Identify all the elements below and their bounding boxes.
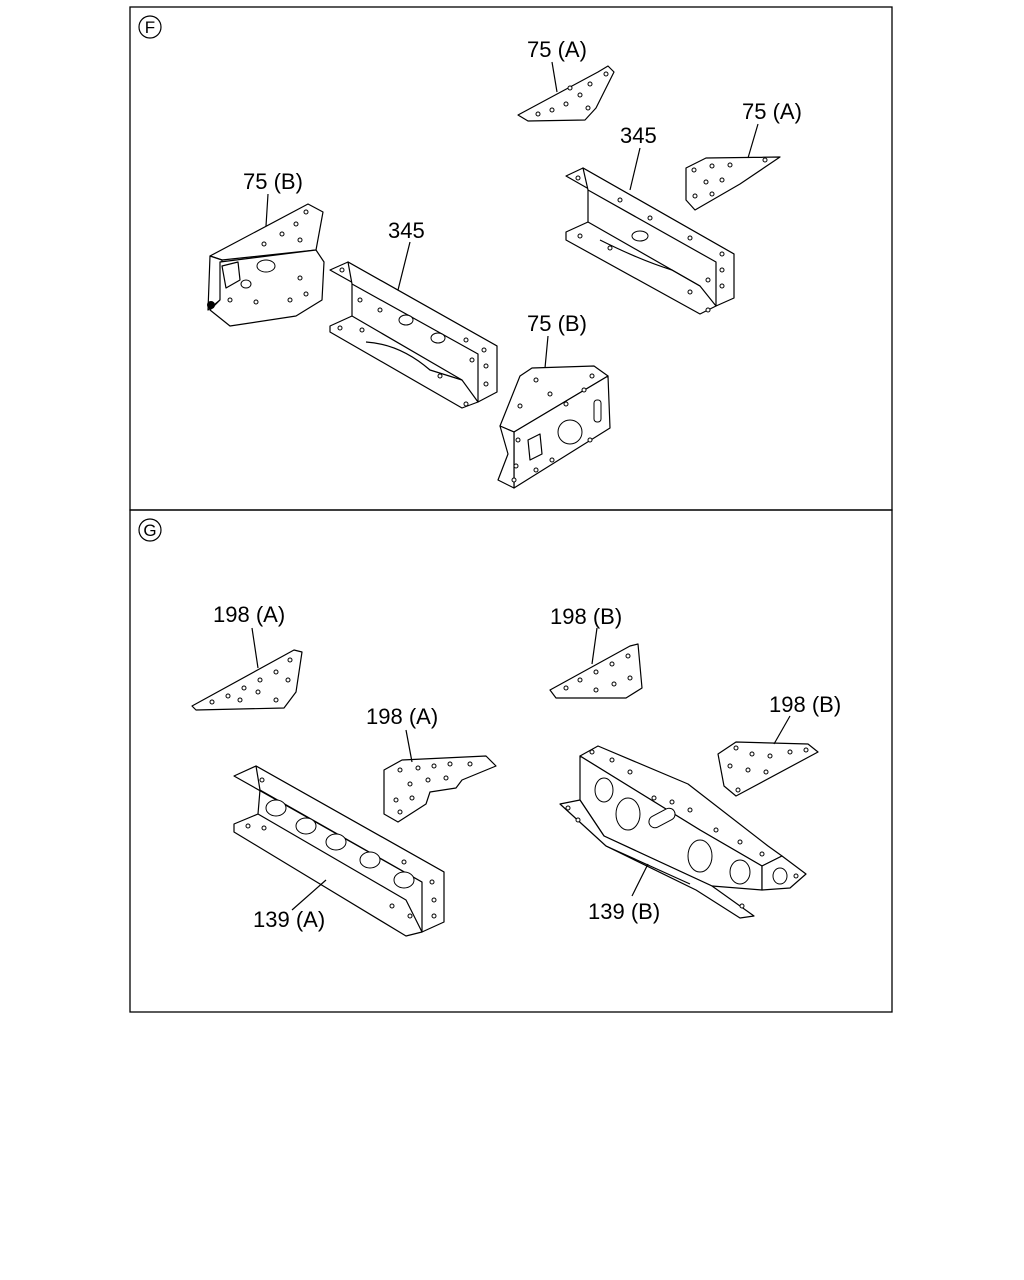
label-g-139a: 139 (A) — [253, 907, 325, 932]
part-345-left-channel — [329, 261, 498, 409]
label-f-75a-top: 75 (A) — [527, 37, 587, 62]
label-f-75b-bottom: 75 (B) — [527, 311, 587, 336]
part-139b-crossmember — [559, 745, 807, 919]
part-75b-bottom-bracket — [497, 365, 611, 489]
part-198b-right-plate — [717, 741, 819, 797]
leader-g-198a-left — [251, 627, 259, 669]
leader-f-345-right — [629, 147, 641, 191]
leader-g-198b-right — [773, 715, 791, 745]
leader-g-198b-mid — [591, 627, 598, 665]
svg-text:G: G — [143, 521, 156, 540]
leader-g-198a-mid — [405, 729, 413, 763]
leader-f-75a-top — [551, 61, 558, 93]
leader-f-75b-left — [265, 193, 269, 227]
section-g-badge: G — [138, 518, 162, 542]
label-f-75a-right: 75 (A) — [742, 99, 802, 124]
label-f-75b-left: 75 (B) — [243, 169, 303, 194]
part-198a-left-plate — [191, 649, 303, 711]
part-198a-mid-plate — [383, 755, 497, 823]
part-75b-left-bracket — [207, 203, 325, 327]
section-g-frame — [129, 509, 893, 1013]
leader-g-139a — [291, 879, 327, 911]
label-g-198a-left: 198 (A) — [213, 602, 285, 627]
label-g-198a-mid: 198 (A) — [366, 704, 438, 729]
label-g-198b-right: 198 (B) — [769, 692, 841, 717]
svg-text:F: F — [145, 18, 155, 37]
part-198b-mid-plate — [549, 643, 643, 699]
part-139a-channel — [233, 765, 445, 937]
label-g-198b-mid: 198 (B) — [550, 604, 622, 629]
part-345-right-channel — [565, 167, 735, 315]
leader-f-75b-bottom — [544, 335, 549, 369]
section-f-badge: F — [138, 15, 162, 39]
part-75a-right-plate — [685, 156, 781, 211]
leader-g-139b — [631, 863, 649, 897]
label-f-345-left: 345 — [388, 218, 425, 243]
label-f-345-right: 345 — [620, 123, 657, 148]
leader-f-75a-right — [747, 123, 759, 159]
leader-f-345-left — [397, 241, 411, 291]
label-g-139b: 139 (B) — [588, 899, 660, 924]
part-75a-top-plate — [517, 65, 615, 122]
